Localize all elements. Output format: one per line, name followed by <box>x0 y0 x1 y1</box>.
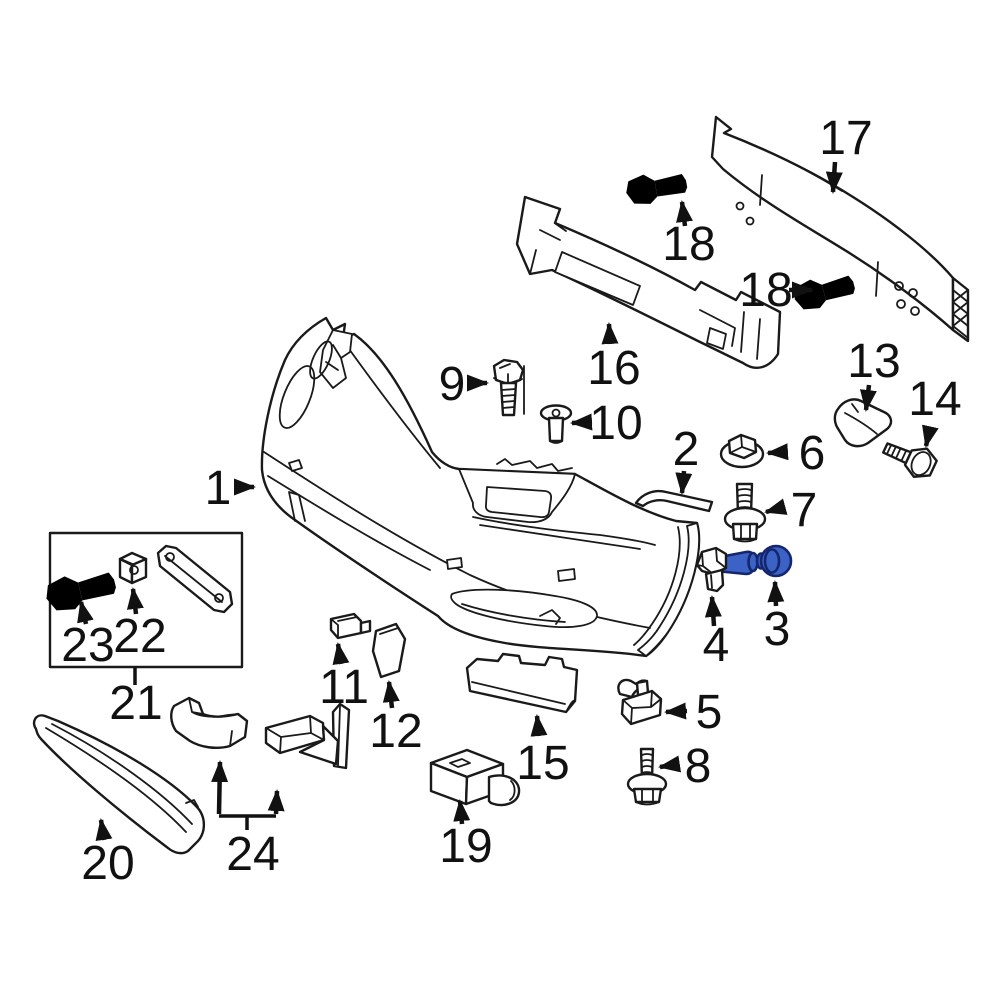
callout-12-label: 12 <box>369 705 422 758</box>
callout-8-arrow <box>658 755 682 773</box>
callout-2-arrow <box>675 470 693 495</box>
callout-21-label: 21 <box>109 677 162 730</box>
callout-arrows <box>77 161 939 842</box>
part-16-absorber-drawing <box>515 195 782 369</box>
callout-labels: 1 2 3 4 5 6 7 8 9 10 11 12 13 14 15 16 1… <box>61 112 961 890</box>
callout-3-label: 3 <box>764 603 791 656</box>
part-20-lower-grille-drawing <box>32 714 206 855</box>
callout-4-arrow <box>704 595 722 627</box>
part-7-stud-bolt-drawing <box>723 482 767 543</box>
part-17-impact-bar-drawing <box>710 115 970 343</box>
part-18a-bolt-drawing <box>623 167 689 208</box>
part-4-side-bracket-drawing <box>695 546 728 593</box>
callout-19-arrow <box>453 799 471 825</box>
part-21-bracket-kit-drawing <box>42 531 244 669</box>
part-6-flange-nut-drawing <box>719 433 765 469</box>
callout-2-label: 2 <box>673 423 700 476</box>
callout-5-arrow <box>664 702 688 720</box>
part-9-bolt-drawing <box>492 358 525 417</box>
callout-8-label: 8 <box>685 740 712 793</box>
callout-11-label: 11 <box>319 661 369 714</box>
callout-17-label: 17 <box>819 112 872 165</box>
part-22-square-nut-drawing <box>118 551 148 585</box>
part-10-clip-screw-drawing <box>539 404 573 444</box>
part-1-bumper-cover-drawing <box>260 316 701 658</box>
callout-9-label: 9 <box>439 358 466 411</box>
part-5-lower-bracket-drawing <box>617 678 663 726</box>
callout-22-label: 22 <box>113 610 166 663</box>
callout-6-label: 6 <box>799 427 826 480</box>
part-8-bolt-drawing <box>626 747 668 806</box>
callout-18a-label: 18 <box>662 218 715 271</box>
kit-bracket-strip-drawing <box>156 544 234 614</box>
callout-3-arrow <box>767 580 785 607</box>
callout-23-arrow <box>77 600 94 625</box>
callout-16-arrow <box>601 322 619 345</box>
callout-24-label: 24 <box>226 828 279 881</box>
callout-14-arrow <box>922 424 939 448</box>
callout-4-label: 4 <box>703 619 730 672</box>
callout-10-arrow <box>570 413 593 431</box>
callout-18b-label: 18 <box>739 264 792 317</box>
part-2-retainer-strip-drawing <box>634 489 714 513</box>
callout-12-arrow <box>382 680 400 709</box>
callout-14-label: 14 <box>908 373 961 426</box>
callout-17-arrow <box>825 161 843 194</box>
part-12-pad-drawing <box>371 622 407 679</box>
callout-16-label: 16 <box>587 342 640 395</box>
callout-15-arrow <box>530 714 548 737</box>
callout-18a-arrow <box>676 200 693 227</box>
callout-20-arrow <box>95 818 113 842</box>
part-13-bracket-drawing <box>833 398 893 448</box>
callout-1-label: 1 <box>205 462 232 515</box>
part-24-side-brackets-drawing <box>170 696 351 770</box>
part-3-highlighted-screw-drawing <box>717 544 793 578</box>
callout-24-fork <box>211 760 285 830</box>
callout-7-label: 7 <box>791 484 818 537</box>
callout-10-label: 10 <box>589 397 642 450</box>
part-14-bolt-drawing <box>882 442 938 478</box>
callout-23-label: 23 <box>61 619 114 672</box>
callout-11-arrow <box>332 642 350 666</box>
callout-13-label: 13 <box>847 335 900 388</box>
callout-22-arrow <box>126 587 144 615</box>
callout-20-label: 20 <box>81 837 134 890</box>
part-15-lower-support-drawing <box>465 652 579 714</box>
callout-5-label: 5 <box>696 686 723 739</box>
callout-15-label: 15 <box>516 737 569 790</box>
part-11-clip-bracket-drawing <box>329 612 372 640</box>
callout-7-arrow <box>764 498 788 515</box>
callout-13-arrow <box>859 384 877 412</box>
callout-19-label: 19 <box>439 820 492 873</box>
part-19-sensor-bracket-drawing <box>429 748 521 807</box>
callout-6-arrow <box>766 443 789 461</box>
